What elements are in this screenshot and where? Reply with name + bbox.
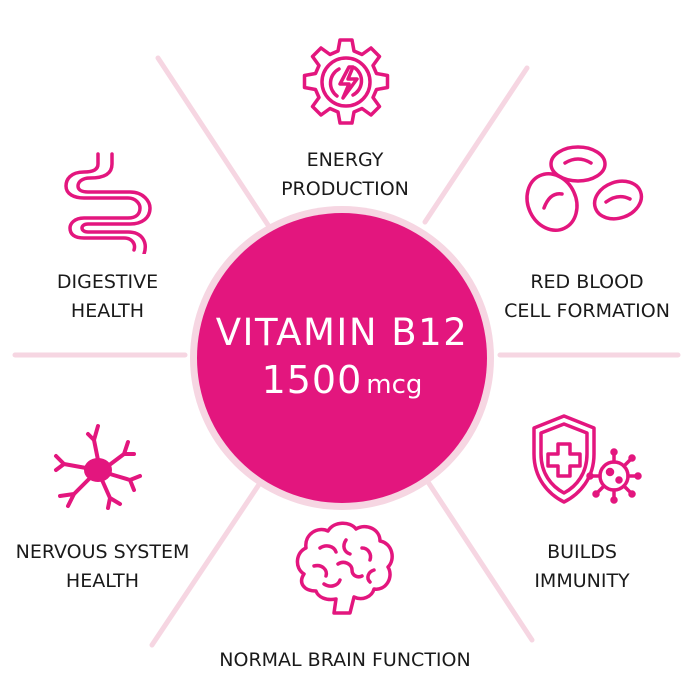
divider-ray-bottom-left [149,477,265,648]
label-line: NORMAL BRAIN FUNCTION [219,649,471,671]
label-line: ENERGY [306,149,384,171]
label-nervous-system-health: NERVOUS SYSTEM HEALTH [0,538,205,596]
label-line: CELL FORMATION [504,300,670,322]
gear-lightning-icon [298,34,394,130]
label-digestive-health: DIGESTIVE HEALTH [20,268,195,326]
label-line: DIGESTIVE [56,271,159,293]
label-line: IMMUNITY [534,570,630,592]
brain-icon [290,518,402,618]
red-blood-cells-icon [520,142,644,240]
label-builds-immunity: BUILDS IMMUNITY [492,538,672,596]
label-line: NERVOUS SYSTEM [15,541,190,563]
intestine-icon [58,150,154,254]
label-red-blood-cell-formation: RED BLOOD CELL FORMATION [487,268,687,326]
label-normal-brain-function: NORMAL BRAIN FUNCTION [195,646,495,675]
label-line: RED BLOOD [530,271,644,293]
dose-value: 1500 [261,358,363,402]
neuron-icon [50,420,146,516]
label-energy-production: ENERGY PRODUCTION [245,146,445,204]
label-line: HEALTH [70,300,145,322]
label-line: PRODUCTION [281,178,409,200]
label-line: HEALTH [65,570,140,592]
divider-ray-bottom-right [425,479,535,643]
divider-ray-top-left [155,55,271,228]
dose-unit: mcg [366,370,423,400]
label-line: BUILDS [547,541,617,563]
vitamin-title: VITAMIN B12 [215,311,469,354]
divider-ray-top-right [422,65,530,225]
shield-virus-icon [526,410,642,510]
